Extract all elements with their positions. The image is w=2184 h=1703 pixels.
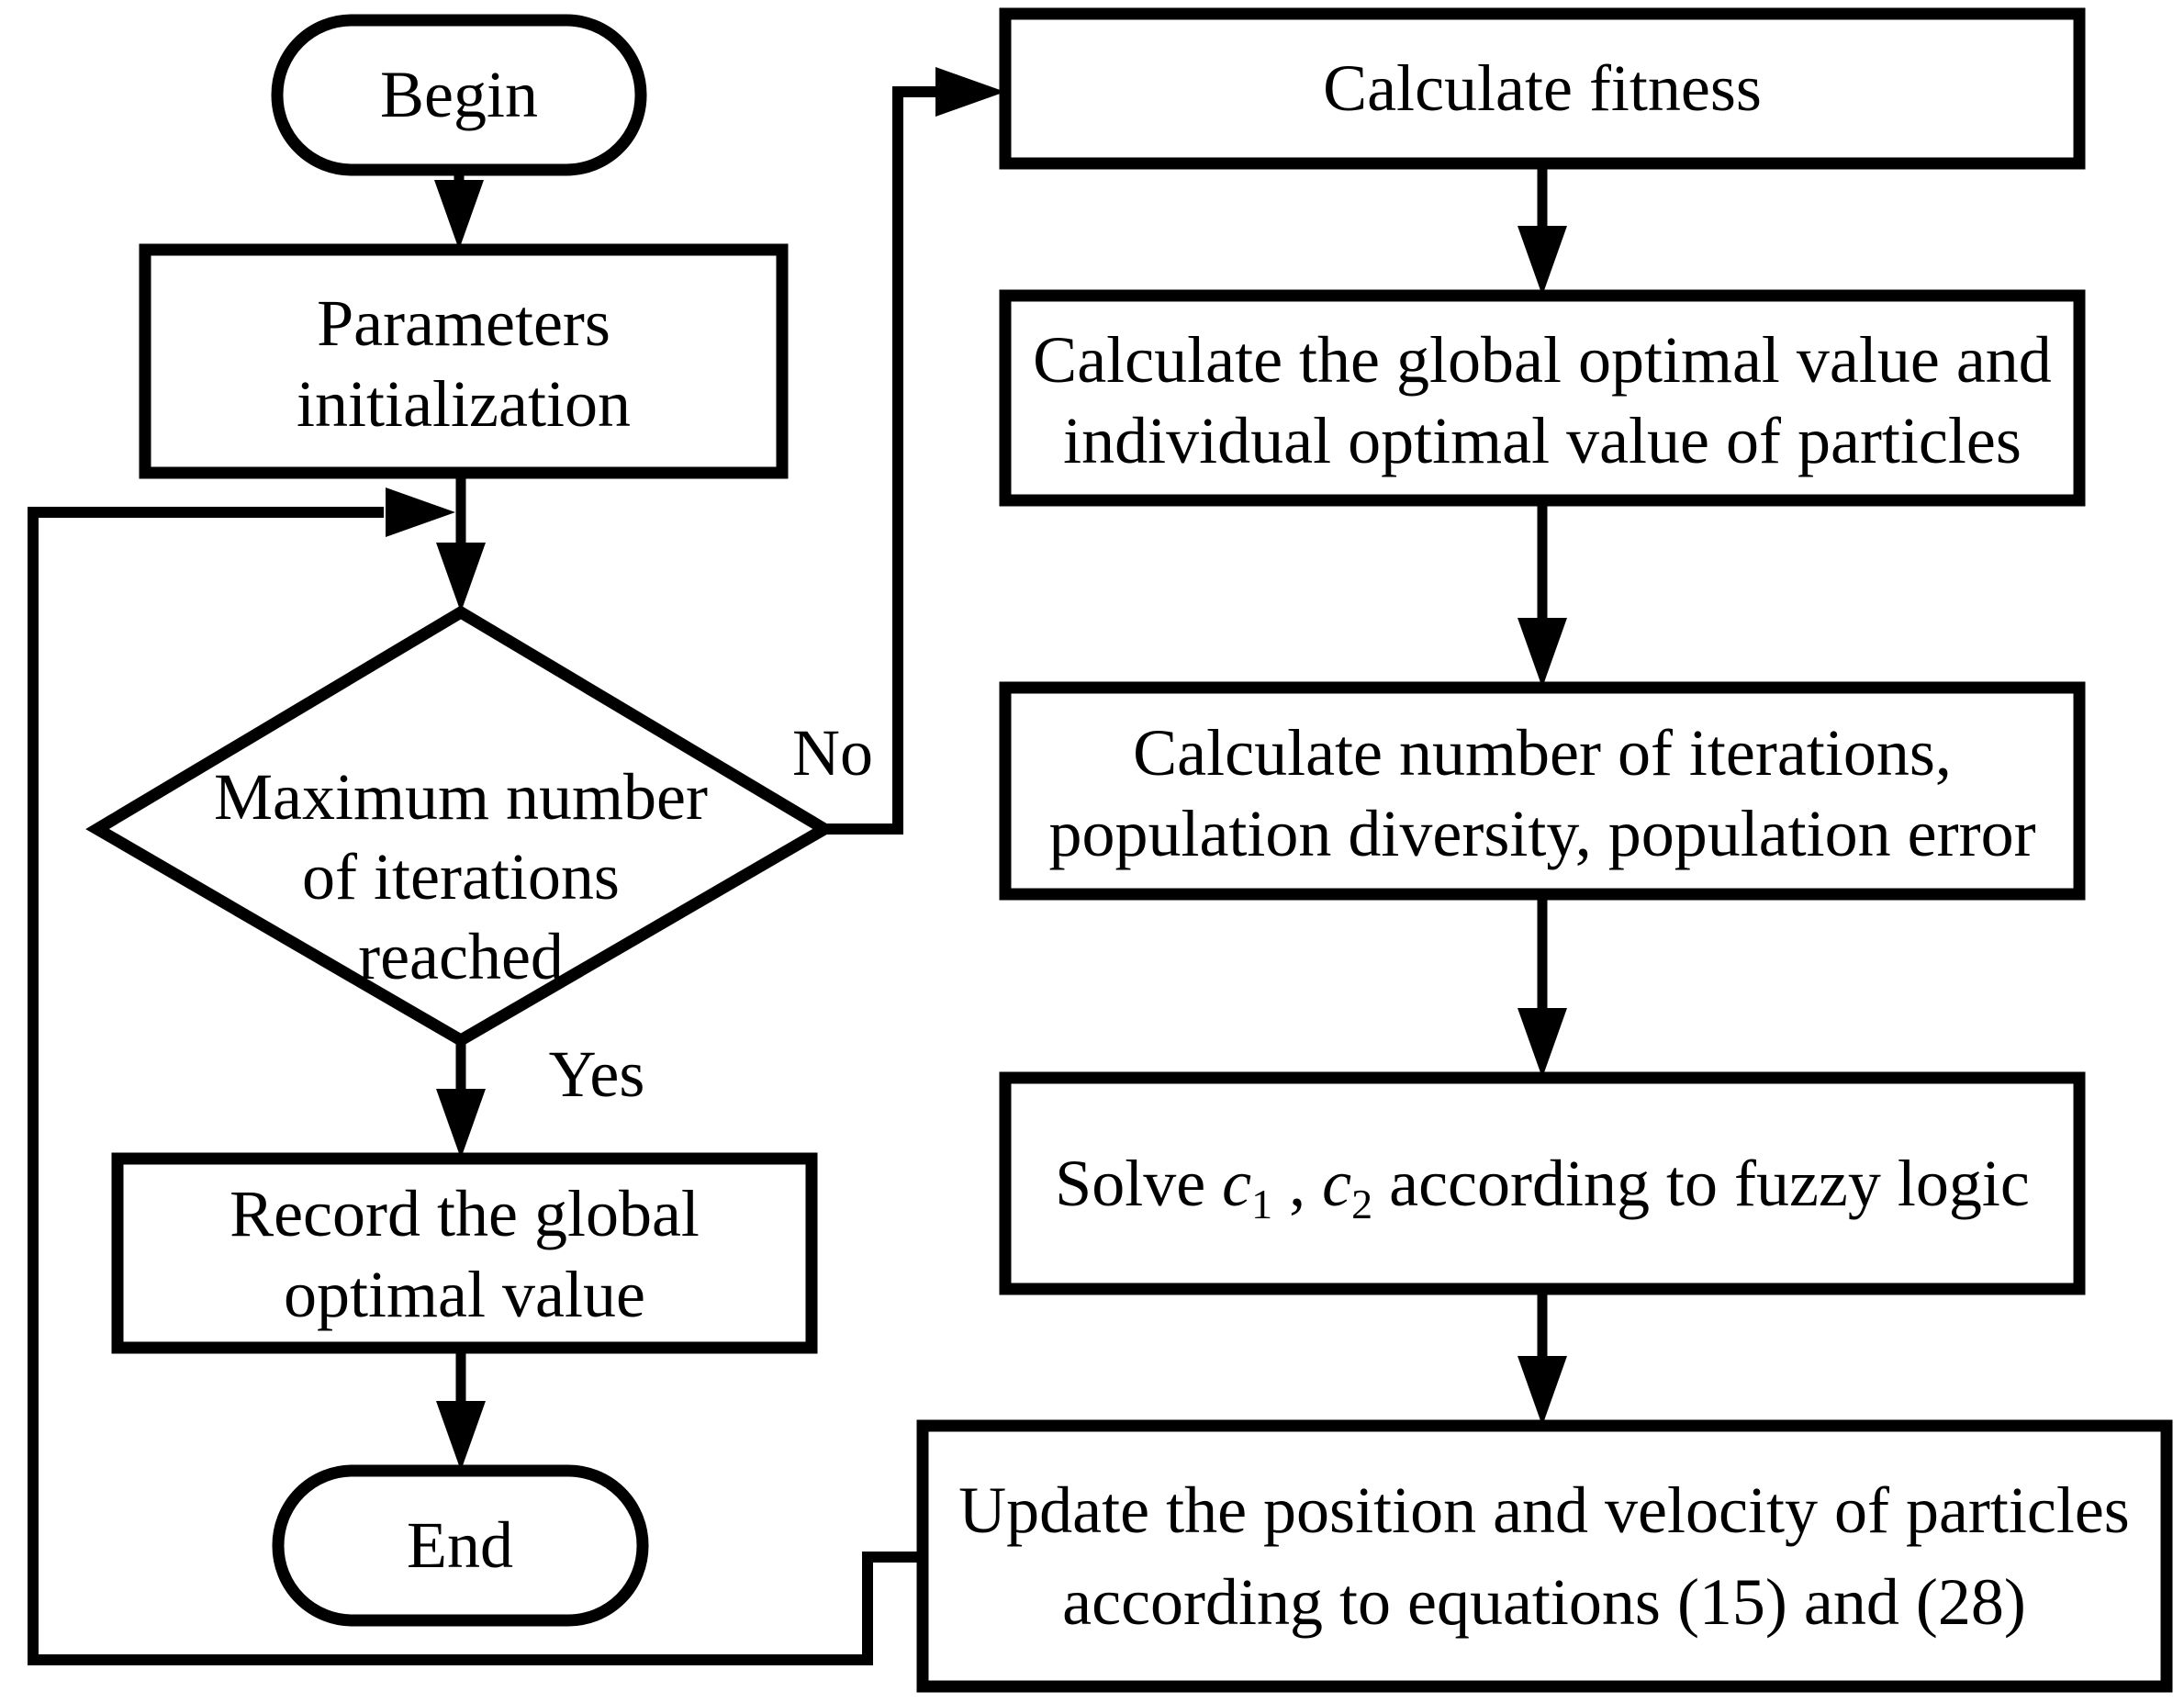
arrowhead-no-into-calc-fitness [935,67,1005,117]
node-record-global-optimal [111,1152,818,1354]
node-calculate-iterations-line2: population diversity, population error [1048,797,2035,870]
node-solve-c1-c2-label: Solve c1 , c2 according to fuzzy logic [1055,1147,2030,1227]
node-calculate-iterations-line1: Calculate number of iterations, [1133,716,1952,790]
solve-var-c2: c [1322,1147,1351,1220]
edge-update-feedback-loop [28,507,923,1665]
solve-text-suffix: according to fuzzy logic [1372,1147,2030,1220]
node-record-line1: Record the global [230,1177,700,1250]
solve-var-c2-subscript: 2 [1351,1181,1372,1227]
node-calculate-fitness-label: Calculate fitness [1323,51,1762,125]
node-calculate-optimal-line1: Calculate the global optimal value and [1033,323,2052,397]
node-calculate-optimal-line2: individual optimal value of particles [1063,404,2022,477]
node-begin-label: Begin [380,58,538,131]
node-max-iterations-decision [85,605,836,1048]
node-update-line2: according to equations (15) and (28) [1062,1565,2026,1639]
arrowhead-decision-to-record [436,1089,486,1159]
node-begin [271,14,647,176]
solve-text-prefix: Solve [1055,1147,1222,1220]
node-update-line1: Update the position and velocity of part… [958,1473,2130,1547]
node-end [272,1464,649,1627]
node-decision-line1: Maximum number [214,760,708,834]
branch-label-no: No [792,716,873,790]
branch-label-yes: Yes [549,1037,645,1111]
node-end-label: End [407,1508,513,1582]
node-parameters-line2: initialization [297,367,631,441]
solve-var-c1: c [1222,1147,1251,1220]
arrowhead-record-to-end [436,1401,486,1471]
node-parameters-initialization [139,243,789,479]
arrowhead-feedback-into-trunk [386,487,455,537]
node-decision-line2: of iterations [302,840,620,913]
arrowhead-params-to-decision [436,543,486,612]
node-calculate-fitness [999,7,2086,170]
node-parameters-line1: Parameters [317,286,610,360]
arrowhead-begin-to-params [434,180,484,250]
node-decision-line3: reached [358,920,564,993]
arrowhead-iterations-to-solve [1518,1008,1567,1078]
solve-text-separator: , [1272,1147,1322,1220]
edge-decision-no-branch [824,86,937,835]
node-solve-c1-c2 [999,1071,2086,1295]
node-update-position-velocity [916,1419,2173,1693]
node-calculate-optimal-values [999,289,2086,507]
node-record-line2: optimal value [284,1258,645,1331]
node-calculate-iterations-diversity-error [999,681,2086,901]
arrowhead-fitness-to-optimal [1518,226,1567,296]
solve-var-c1-subscript: 1 [1251,1181,1272,1227]
arrowhead-optimal-to-iterations [1518,618,1567,688]
arrowhead-solve-to-update [1518,1356,1567,1426]
